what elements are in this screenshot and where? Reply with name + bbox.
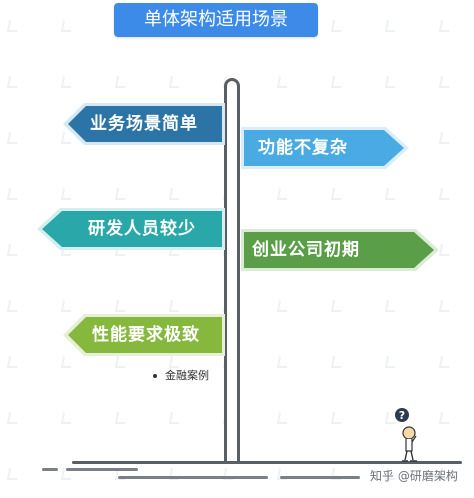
ground-line-short — [66, 468, 138, 471]
background-mark — [330, 188, 344, 200]
sign-startup-early: 创业公司初期 — [240, 228, 440, 272]
sign-feature-simple: 功能不复杂 — [240, 126, 410, 170]
sign-business-simple: 业务场景简单 — [62, 102, 226, 146]
background-mark — [384, 356, 398, 368]
background-mark — [276, 356, 290, 368]
background-mark — [6, 244, 20, 256]
background-mark — [384, 20, 398, 32]
background-mark — [60, 20, 74, 32]
background-mark — [114, 188, 128, 200]
background-mark — [60, 76, 74, 88]
bullet-icon — [153, 374, 157, 378]
diagram-title: 单体架构适用场景 — [114, 3, 318, 37]
background-mark — [330, 300, 344, 312]
background-mark — [168, 188, 182, 200]
ground-line-short — [280, 476, 360, 479]
note-text: 金融案例 — [165, 369, 209, 382]
signpost-pole — [224, 78, 240, 462]
background-mark — [168, 300, 182, 312]
ground-line — [72, 461, 462, 464]
background-mark — [384, 188, 398, 200]
watermark-text: 知乎 @研磨架构 — [370, 469, 458, 483]
sign-small-team: 研发人员较少 — [36, 207, 226, 251]
background-mark — [6, 132, 20, 144]
background-mark — [330, 412, 344, 424]
ground-line-short — [118, 476, 268, 479]
background-mark — [6, 76, 20, 88]
background-mark — [168, 76, 182, 88]
sign-extreme-performance: 性能要求极致 — [62, 313, 226, 357]
background-mark — [60, 412, 74, 424]
background-mark — [438, 356, 452, 368]
background-mark — [330, 76, 344, 88]
thinking-person-icon: ? — [392, 406, 422, 468]
background-mark — [438, 300, 452, 312]
note-finance-case: 金融案例 — [153, 367, 209, 383]
background-mark — [60, 356, 74, 368]
sign-arrow-shape — [37, 208, 225, 250]
sign-arrow-shape — [241, 127, 409, 169]
background-mark — [438, 188, 452, 200]
background-mark — [276, 300, 290, 312]
background-mark — [114, 412, 128, 424]
sign-label: 研发人员较少 — [88, 219, 196, 239]
background-mark — [438, 412, 452, 424]
background-mark — [114, 76, 128, 88]
background-mark — [6, 300, 20, 312]
background-mark — [6, 20, 20, 32]
background-mark — [60, 300, 74, 312]
sign-arrow-shape — [63, 314, 225, 356]
sign-label: 功能不复杂 — [258, 138, 348, 158]
background-mark — [330, 356, 344, 368]
background-mark — [168, 412, 182, 424]
question-mark: ? — [399, 409, 405, 422]
background-mark — [6, 188, 20, 200]
background-mark — [438, 20, 452, 32]
background-mark — [384, 76, 398, 88]
background-mark — [438, 76, 452, 88]
sign-arrow-shape — [63, 103, 225, 145]
background-mark — [330, 20, 344, 32]
sign-label: 性能要求极致 — [92, 325, 200, 345]
background-mark — [114, 356, 128, 368]
background-mark — [114, 300, 128, 312]
sign-arrow-shape — [241, 229, 439, 271]
background-mark — [438, 244, 452, 256]
sign-label: 业务场景简单 — [90, 114, 198, 134]
background-mark — [276, 412, 290, 424]
background-mark — [6, 468, 20, 480]
background-mark — [438, 132, 452, 144]
ground-line-short — [42, 468, 58, 471]
sign-label: 创业公司初期 — [252, 240, 360, 260]
background-mark — [384, 300, 398, 312]
background-mark — [276, 76, 290, 88]
background-mark — [6, 412, 20, 424]
background-mark — [6, 356, 20, 368]
background-mark — [276, 188, 290, 200]
background-mark — [60, 188, 74, 200]
